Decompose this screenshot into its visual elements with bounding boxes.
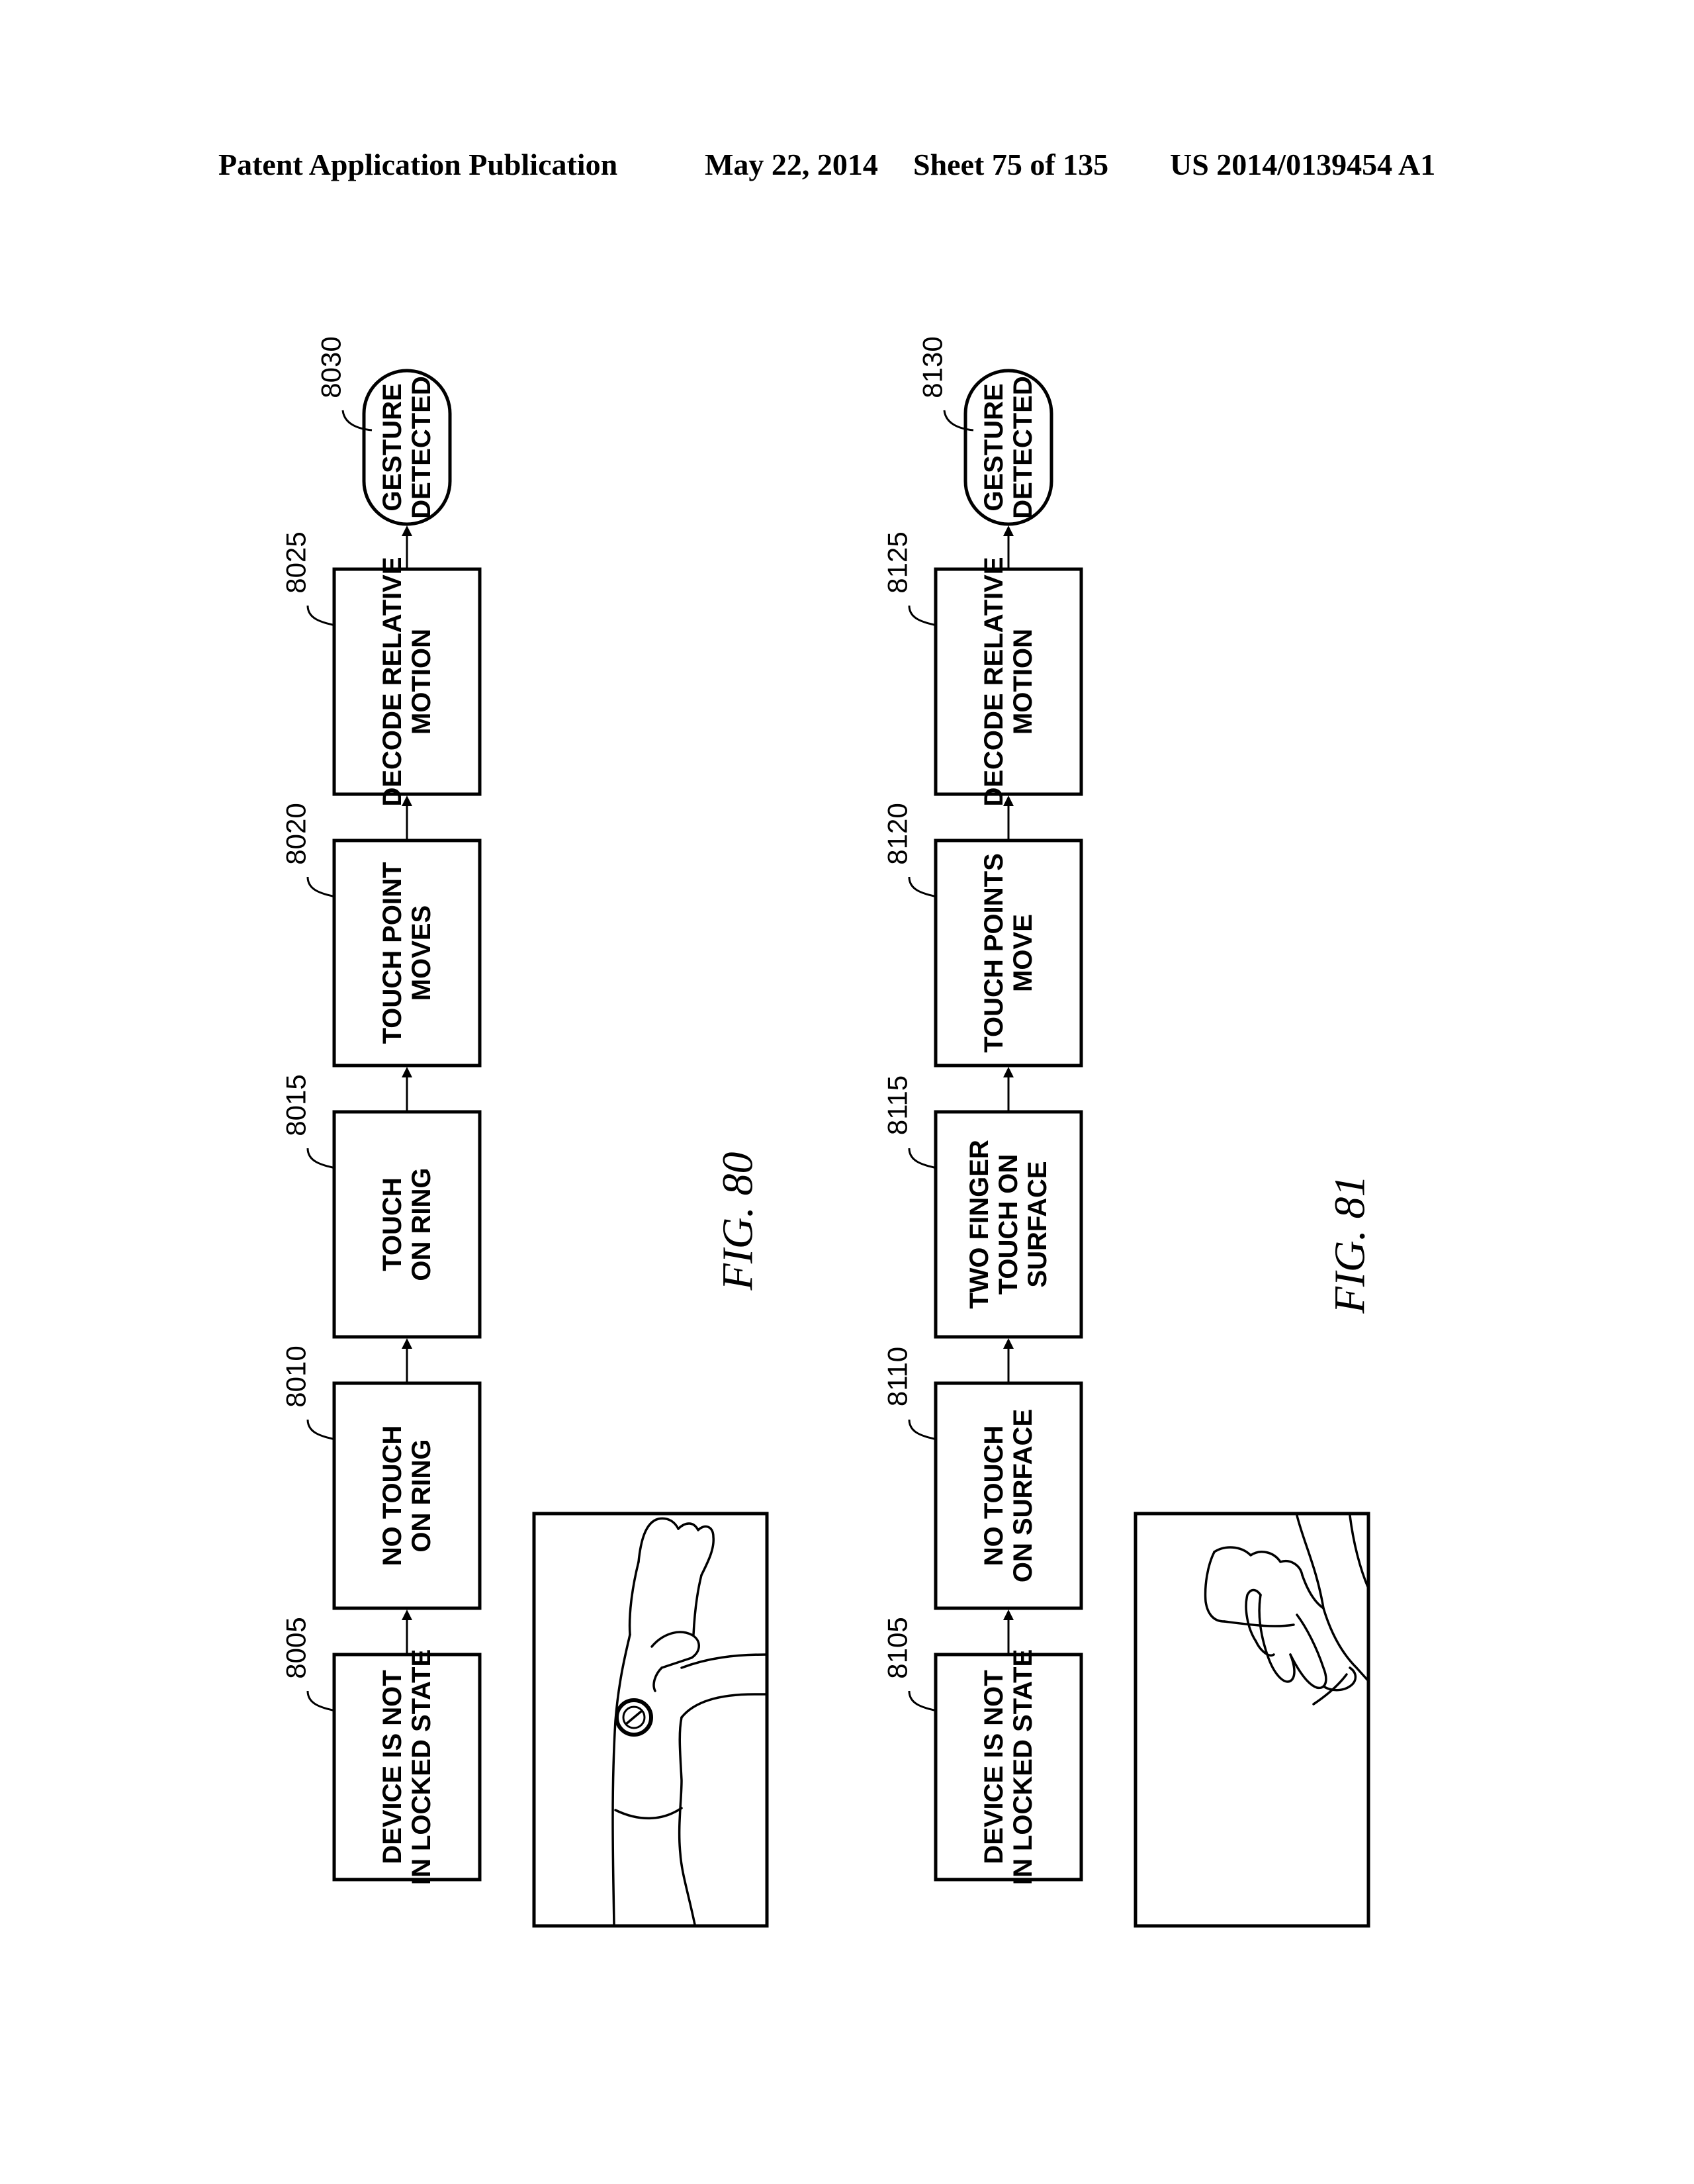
fig80-ref-8025: 8025	[281, 531, 312, 593]
fig80-ref-8005: 8005	[281, 1617, 312, 1678]
fig80-step-text-8015: ON RING	[407, 1167, 436, 1281]
fig80-step-text-8020: MOVES	[407, 905, 436, 1001]
fig81-leader-8125	[908, 605, 938, 627]
fig80-step-text-8020: TOUCH POINT	[378, 862, 407, 1044]
fig80-arrowhead	[402, 1610, 412, 1620]
fig81-terminator-text: DETECTED	[1008, 376, 1038, 519]
fig80-step-box-8025	[332, 567, 482, 796]
fig81-arrowhead	[1003, 1610, 1014, 1620]
fig81-leader-8115	[908, 1148, 938, 1169]
fig81-step-text-8115: TOUCH ON	[994, 1154, 1023, 1295]
fig80-arrowhead	[402, 525, 412, 536]
fig80-leader-8010	[306, 1419, 336, 1441]
fig81-step-text-8110: NO TOUCH	[979, 1426, 1008, 1567]
fig81-leader-8105	[908, 1690, 938, 1712]
fig81-step-text-8120: MOVE	[1008, 914, 1038, 992]
fig81-step-text-8105: IN LOCKED STATE	[1008, 1649, 1038, 1885]
fig80-step-box-8015	[332, 1110, 482, 1339]
fig81-step-text-8115: TWO FINGER	[965, 1140, 994, 1309]
fig80-ref-8010: 8010	[281, 1345, 312, 1407]
fig80-figure-label: FIG. 80	[714, 1152, 762, 1291]
fig80-terminator-text: DETECTED	[407, 376, 436, 519]
fig80-leader-8020	[306, 876, 336, 898]
fig80-arrowhead	[402, 796, 412, 806]
fig81-ref-8120: 8120	[882, 803, 913, 864]
fig80-leader-8030	[341, 410, 373, 432]
fig80-step-text-8025: DECODE RELATIVE	[378, 557, 407, 806]
patent-number: US 2014/0139454 A1	[1170, 148, 1436, 181]
fig81-terminator-8130	[963, 369, 1053, 526]
fig81-arrowhead	[1003, 796, 1014, 806]
fig81-step-box-8125	[934, 567, 1083, 796]
fig80-leader-8005	[306, 1690, 336, 1712]
fig80-step-text-8005: IN LOCKED STATE	[407, 1649, 436, 1885]
fig80-leader-8025	[306, 605, 336, 627]
fig81-ref-8105: 8105	[882, 1617, 913, 1678]
fig80-step-text-8010: ON RING	[407, 1439, 436, 1552]
fig80-arrowhead	[402, 1067, 412, 1077]
fig80-step-box-8005	[332, 1653, 482, 1882]
fig80-step-text-8015: TOUCH	[378, 1177, 407, 1271]
fig80-ref-8015: 8015	[281, 1074, 312, 1136]
fig81-step-box-8110	[934, 1381, 1083, 1610]
publication-type: Patent Application Publication	[218, 148, 618, 181]
fig81-step-box-8120	[934, 839, 1083, 1068]
fig80-step-box-8010	[332, 1381, 482, 1610]
sheet-number: Sheet 75 of 135	[913, 148, 1109, 181]
fig81-ref-8125: 8125	[882, 531, 913, 593]
fig81-step-text-8125: DECODE RELATIVE	[979, 557, 1008, 806]
publication-date: May 22, 2014	[705, 148, 878, 181]
fig81-step-text-8105: DEVICE IS NOT	[979, 1670, 1008, 1864]
fig81-terminator-text: GESTURE	[979, 383, 1008, 511]
page-header: Patent Application Publication May 22, 2…	[0, 147, 1694, 187]
fig80-terminator-8030	[362, 369, 452, 526]
fig80-wrist-illustration	[532, 1512, 769, 1928]
fig80-step-text-8010: NO TOUCH	[378, 1426, 407, 1567]
fig81-arrowhead	[1003, 1067, 1014, 1077]
fig81-step-text-8120: TOUCH POINTS	[979, 853, 1008, 1053]
fig80-step-text-8005: DEVICE IS NOT	[378, 1670, 407, 1864]
fig81-ref-8130: 8130	[917, 336, 948, 398]
fig81-arrowhead	[1003, 525, 1014, 536]
fig81-hand-illustration	[1134, 1512, 1370, 1928]
fig80-ref-8030: 8030	[316, 336, 347, 398]
fig81-step-text-8115: SURFACE	[1023, 1161, 1052, 1287]
fig81-step-text-8125: MOTION	[1008, 629, 1038, 735]
fig81-figure-label: FIG. 81	[1326, 1175, 1374, 1314]
fig81-leader-8130	[943, 410, 974, 432]
fig80-ref-8020: 8020	[281, 803, 312, 864]
fig80-step-text-8025: MOTION	[407, 629, 436, 735]
fig80-leader-8015	[306, 1148, 336, 1169]
fig81-arrowhead	[1003, 1338, 1014, 1349]
fig80-arrowhead	[402, 1338, 412, 1349]
fig81-leader-8110	[908, 1419, 938, 1441]
fig81-ref-8115: 8115	[882, 1075, 913, 1135]
fig80-terminator-text: GESTURE	[378, 383, 407, 511]
fig81-step-text-8110: ON SURFACE	[1008, 1409, 1038, 1582]
fig81-leader-8120	[908, 876, 938, 898]
fig81-ref-8110: 8110	[882, 1347, 913, 1406]
